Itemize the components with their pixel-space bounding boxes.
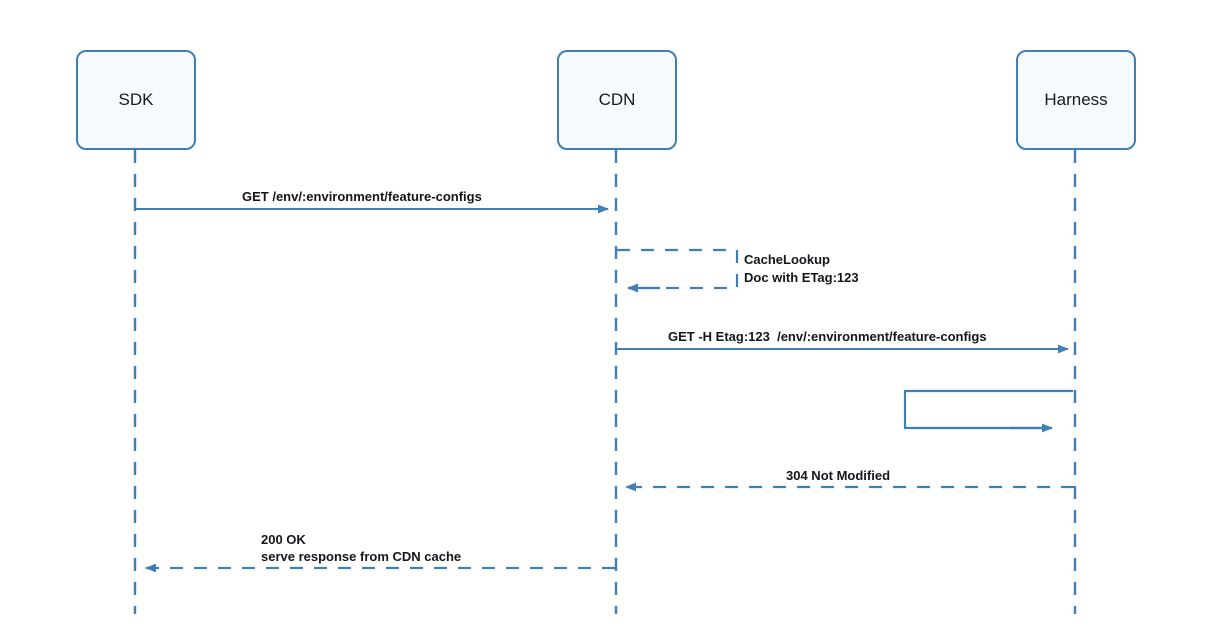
message-label-m2-line2: Doc with ETag:123 [744, 270, 859, 285]
message-label-m6-line1: 200 OK [261, 532, 306, 547]
message-label-m1: GET /env/:environment/feature-configs [242, 189, 482, 204]
participant-box-cdn[interactable]: CDN [557, 50, 677, 150]
participant-label-sdk: SDK [118, 90, 154, 109]
participant-label-cdn: CDN [598, 90, 636, 109]
message-selfloop-m2 [617, 248, 739, 290]
message-label-m5: 304 Not Modified [786, 468, 891, 483]
participant-box-harness[interactable]: Harness [1016, 50, 1136, 150]
message-label-m3: GET -H Etag:123 /env/:environment/featur… [668, 329, 987, 344]
message-label-m6-line2: serve response from CDN cache [261, 549, 462, 564]
message-selfloop-m4 [903, 389, 1073, 430]
message-label-m2-line1: CacheLookup [744, 252, 830, 267]
participant-label-harness: Harness [1044, 90, 1108, 109]
participant-box-sdk[interactable]: SDK [76, 50, 196, 150]
